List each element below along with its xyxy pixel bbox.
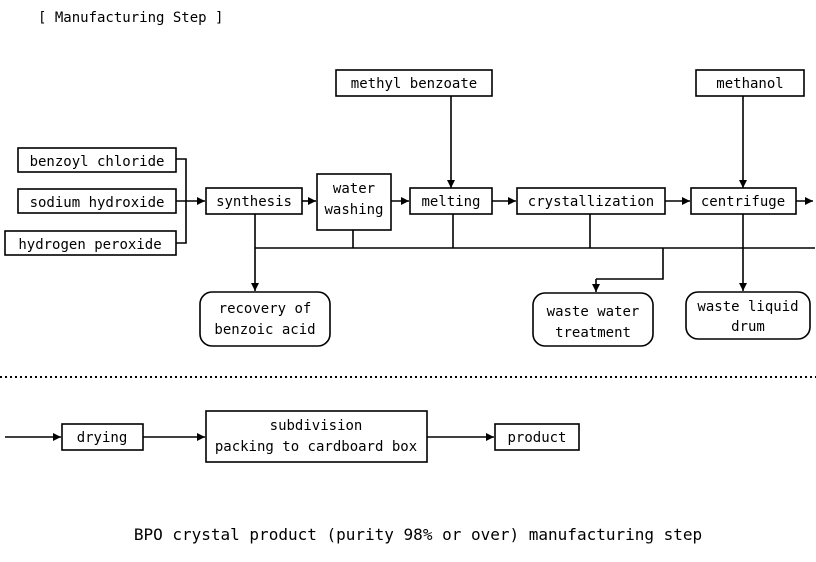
section-header: [ Manufacturing Step ] xyxy=(38,10,223,26)
connectors xyxy=(5,96,815,441)
output-waste-water-treatment: waste water treatment xyxy=(532,292,654,347)
svg-text:methyl benzoate: methyl benzoate xyxy=(351,76,477,92)
input-benzoyl-chloride: benzoyl chloride xyxy=(17,147,177,173)
svg-text:treatment: treatment xyxy=(555,325,631,341)
svg-text:subdivision: subdivision xyxy=(270,418,363,434)
input-methyl-benzoate: methyl benzoate xyxy=(335,69,493,97)
svg-text:packing to cardboard box: packing to cardboard box xyxy=(215,439,417,455)
stage-drying: drying xyxy=(61,423,144,451)
svg-text:synthesis: synthesis xyxy=(216,194,292,210)
process-melting: melting xyxy=(409,187,493,215)
svg-text:drying: drying xyxy=(77,430,128,446)
svg-text:washing: washing xyxy=(324,202,383,218)
svg-text:melting: melting xyxy=(421,194,480,210)
diagram-caption: BPO crystal product (purity 98% or over)… xyxy=(134,525,702,544)
input-sodium-hydroxide: sodium hydroxide xyxy=(17,188,177,214)
svg-text:product: product xyxy=(507,430,566,446)
svg-text:waste liquid: waste liquid xyxy=(697,299,798,315)
output-recovery-benzoic-acid: recovery of benzoic acid xyxy=(199,291,331,347)
svg-text:benzoyl chloride: benzoyl chloride xyxy=(30,154,165,170)
svg-text:recovery of: recovery of xyxy=(219,301,312,317)
svg-text:sodium hydroxide: sodium hydroxide xyxy=(30,195,165,211)
process-crystallization: crystallization xyxy=(516,187,666,215)
stage-product: product xyxy=(494,423,580,451)
svg-text:benzoic acid: benzoic acid xyxy=(214,322,315,338)
input-methanol: methanol xyxy=(695,69,805,97)
svg-text:centrifuge: centrifuge xyxy=(701,194,785,210)
waste-water-branch xyxy=(596,248,664,280)
svg-text:drum: drum xyxy=(731,319,765,335)
process-water-washing: water washing xyxy=(316,173,392,231)
process-centrifuge: centrifuge xyxy=(690,187,797,215)
input-hydrogen-peroxide: hydrogen peroxide xyxy=(4,230,177,256)
svg-text:water: water xyxy=(333,181,375,197)
svg-text:crystallization: crystallization xyxy=(528,194,654,210)
svg-text:methanol: methanol xyxy=(716,76,783,92)
output-waste-liquid-drum: waste liquid drum xyxy=(685,291,811,340)
svg-text:hydrogen peroxide: hydrogen peroxide xyxy=(18,237,161,253)
stage-subdivision-packing: subdivision packing to cardboard box xyxy=(205,410,428,463)
svg-text:waste water: waste water xyxy=(547,304,640,320)
process-synthesis: synthesis xyxy=(205,187,303,215)
